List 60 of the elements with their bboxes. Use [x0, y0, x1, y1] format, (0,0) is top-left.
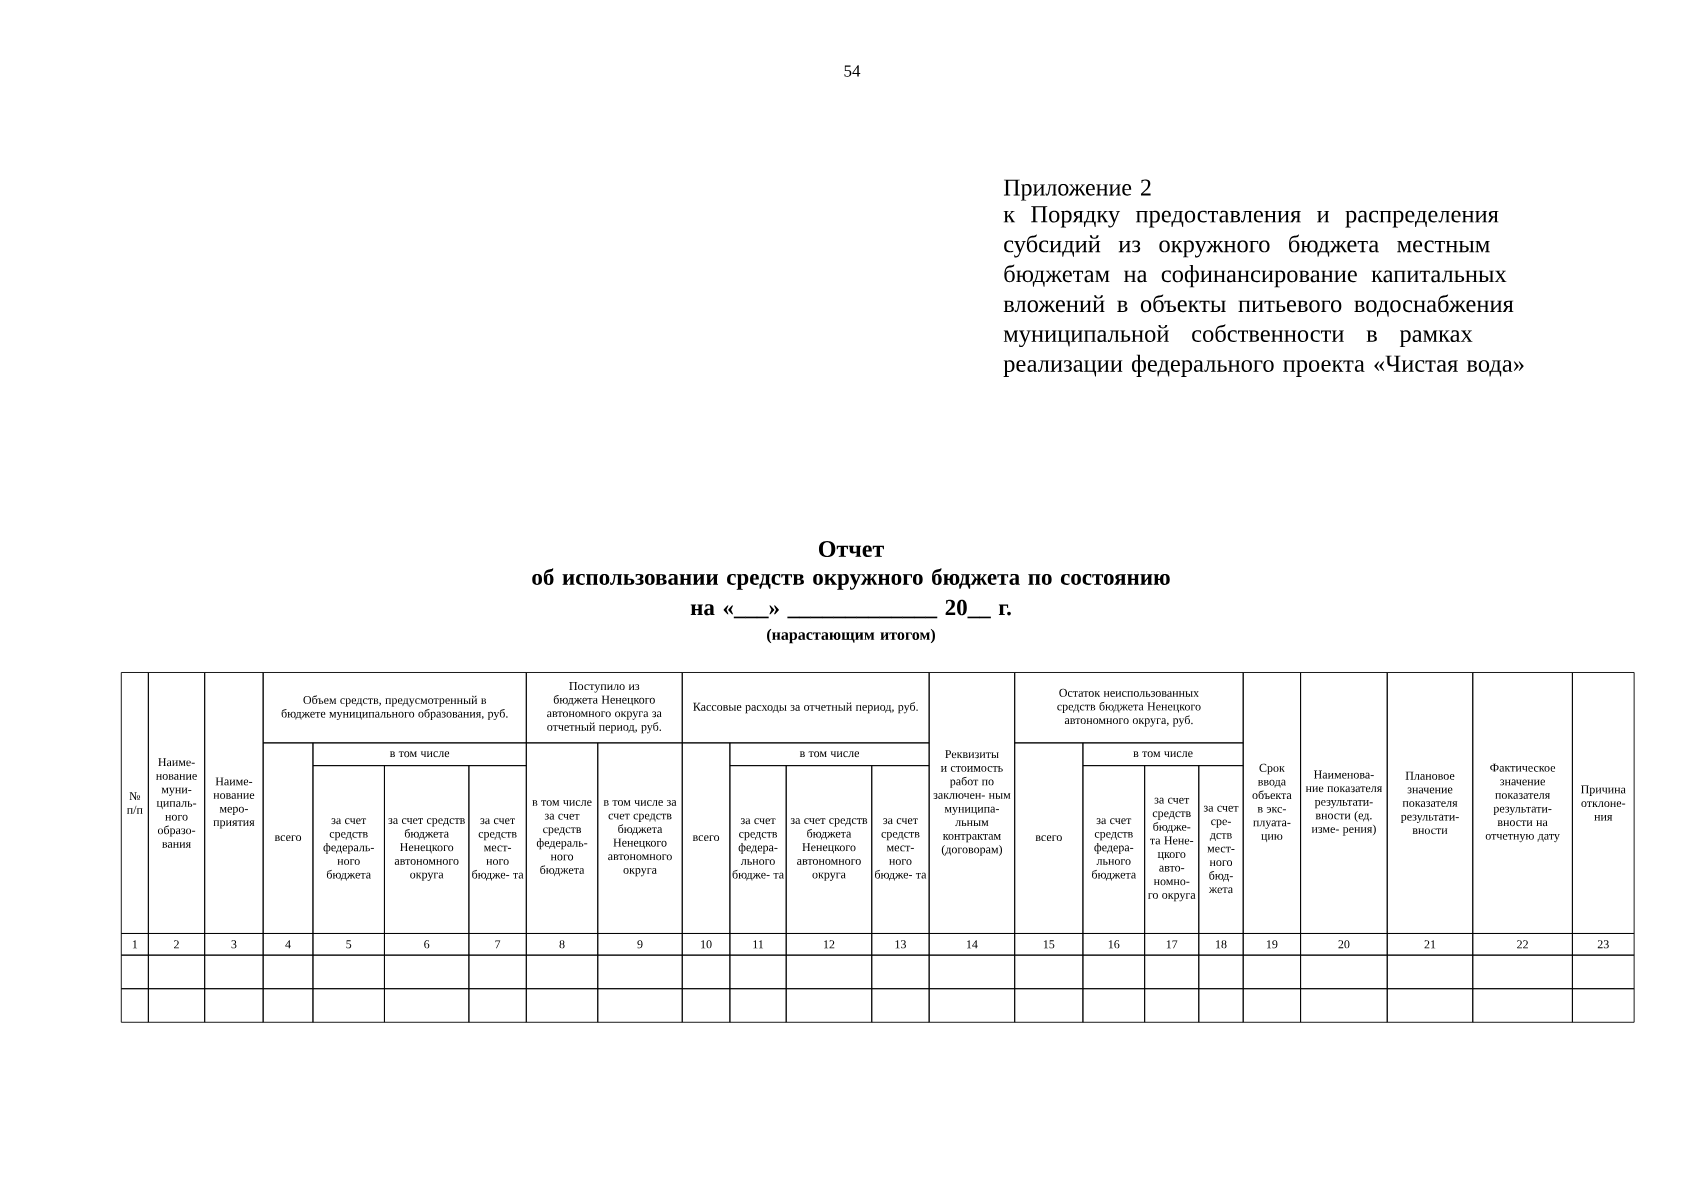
- header-cell: за счет средств федераль- ного бюджета: [312, 765, 385, 934]
- header-cell: Кассовые расходы за отчетный период, руб.: [681, 672, 930, 744]
- header-cell: Реквизиты и стоимость работ по заключен- ным муниципа- льным контрактам (договорам): [928, 672, 1016, 934]
- column-number-cell: 6: [384, 933, 470, 956]
- header-cell: Объем средств, предусмотренный в бюджете муниципального образования, руб.: [262, 672, 527, 744]
- header-cell: за счет средств мест- ного бюдже- та: [468, 765, 527, 934]
- column-number-cell: 1: [120, 933, 149, 956]
- header-cell: за счет средств бюджета Ненецкого автономного округа: [785, 765, 873, 934]
- column-number-cell: 13: [871, 933, 930, 956]
- header-cell: всего: [262, 742, 314, 934]
- header-cell: Наиме- нование муни- ципаль- ного образо- вания: [147, 672, 206, 934]
- column-number-cell: 18: [1198, 933, 1244, 956]
- header-cell: всего: [1014, 742, 1084, 934]
- header-cell: в том числе за счет средств бюджета Ненецкого автономного округа: [597, 742, 683, 934]
- header-cell: за счет средств бюдже- та Нене- цкого авто- номно- го округа: [1144, 765, 1200, 934]
- header-cell: за счет средств мест- ного бюдже- та: [871, 765, 930, 934]
- column-number-cell: 14: [928, 933, 1016, 956]
- header-cell: Фактическое значение показателя результати- вности на отчетную дату: [1472, 672, 1573, 934]
- column-number-cell: 22: [1472, 933, 1573, 956]
- header-cell: за счет средств федера- льного бюджета: [1082, 765, 1146, 934]
- column-number-cell: 9: [597, 933, 683, 956]
- column-number-cell: 19: [1242, 933, 1302, 956]
- column-number-cell: 21: [1386, 933, 1474, 956]
- column-number-cell: 20: [1300, 933, 1388, 956]
- header-cell: Плановое значение показателя результати- вности: [1386, 672, 1474, 934]
- column-number-cell: 4: [262, 933, 314, 956]
- header-cell: Наиме- нование меро- приятия: [204, 672, 264, 934]
- column-number-cell: 23: [1571, 933, 1635, 956]
- header-cell: Причина отклоне- ния: [1571, 672, 1635, 934]
- header-cell: в том числе: [312, 742, 527, 767]
- report-note: (нарастающим итогом): [767, 628, 935, 644]
- appendix-text: к Порядку предоставления и распределения субсидий из окружного бюджета местным бюджетам на софинансирование капитальных вложений в объекты питьевого водоснабжения муниципальной собственности в рамках реализации федерального проекта «Чистая вода»: [1003, 206, 1524, 377]
- column-number-cell: 2: [147, 933, 206, 956]
- header-cell: в том числе: [1082, 742, 1244, 767]
- header-cell: Срок ввода объекта в экс- плуата- цию: [1242, 672, 1302, 934]
- header-cell: Остаток неиспользованных средств бюджета Ненецкого автономного округа, руб.: [1014, 672, 1244, 744]
- column-number-cell: 17: [1144, 933, 1200, 956]
- header-cell: всего: [681, 742, 731, 934]
- report-subtitle: об использовании средств окружного бюджета по состоянию: [532, 568, 1170, 590]
- report-date-line: на «___» _____________ 20__ г.: [690, 599, 1011, 619]
- column-number-cell: 7: [468, 933, 527, 956]
- header-cell: за счет средств бюджета Ненецкого автономного округа: [384, 765, 470, 934]
- column-number-cell: 11: [729, 933, 787, 956]
- header-cell: № п/п: [120, 672, 149, 934]
- column-number-cell: 15: [1014, 933, 1084, 956]
- column-number-cell: 12: [785, 933, 873, 956]
- header-cell: Наименова- ние показателя результати- вности (ед. изме- рения): [1300, 672, 1388, 934]
- column-number-cell: 8: [525, 933, 599, 956]
- appendix-heading: Приложение 2: [1003, 179, 1151, 201]
- column-number-cell: 5: [312, 933, 385, 956]
- column-number-cell: 3: [204, 933, 264, 956]
- column-number-cell: 10: [681, 933, 731, 956]
- header-cell: за счет сре- дств мест- ного бюд- жета: [1198, 765, 1244, 934]
- header-cell: в том числе: [729, 742, 930, 767]
- header-cell: в том числе за счет средств федераль- ного бюджета: [525, 742, 599, 934]
- column-number-cell: 16: [1082, 933, 1146, 956]
- report-title: Отчет: [818, 540, 884, 558]
- header-cell: за счет средств федера- льного бюдже- та: [729, 765, 787, 934]
- page-number: 54: [844, 65, 861, 77]
- header-cell: Поступило из бюджета Ненецкого автономного округа за отчетный период, руб.: [525, 672, 683, 744]
